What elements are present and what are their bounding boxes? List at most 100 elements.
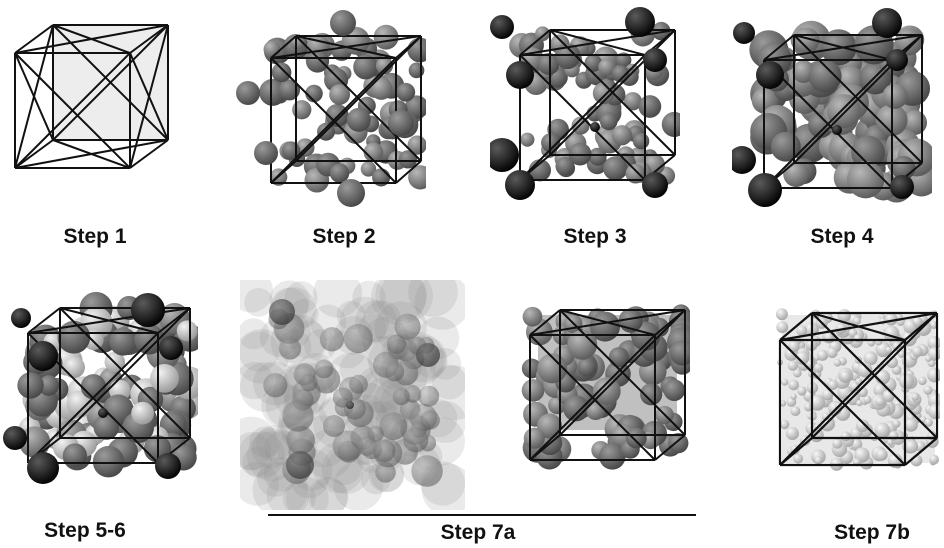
step-7a-bracket-line	[268, 514, 696, 516]
sphere	[292, 100, 312, 120]
cube-edge	[529, 334, 656, 461]
sphere	[373, 24, 399, 50]
sphere	[375, 462, 396, 483]
step-4-label: Step 4	[810, 225, 874, 248]
sphere	[859, 62, 892, 95]
sphere	[131, 293, 165, 327]
sphere	[244, 287, 274, 317]
sphere	[912, 316, 923, 327]
sphere	[408, 280, 458, 317]
sphere	[159, 336, 183, 360]
cube-edge	[904, 437, 938, 466]
sphere	[282, 481, 316, 510]
sphere	[851, 135, 885, 170]
sphere	[323, 415, 346, 437]
cube-edge	[59, 307, 159, 334]
sphere	[386, 334, 407, 354]
sphere	[652, 21, 671, 41]
sphere	[505, 170, 535, 200]
sphere	[420, 410, 440, 430]
sphere	[663, 379, 686, 402]
sphere-cube-diagram	[236, 10, 426, 207]
sphere	[269, 299, 295, 325]
sphere	[809, 394, 826, 411]
sphere	[353, 54, 378, 80]
step-7a-label: Step 7a	[440, 521, 516, 544]
step-2-label: Step 2	[312, 225, 376, 248]
cube-edge	[793, 34, 893, 61]
sphere	[793, 368, 802, 378]
sphere	[379, 412, 408, 441]
sphere	[375, 57, 394, 75]
cube-edge	[27, 332, 159, 464]
sphere	[279, 337, 302, 360]
sphere	[643, 48, 667, 72]
sphere	[314, 359, 334, 379]
sphere	[431, 364, 465, 400]
step-3-label: Step 3	[563, 225, 627, 248]
sphere	[240, 431, 285, 479]
sphere	[924, 418, 933, 427]
step-3-panel	[490, 5, 680, 210]
step-7a-right-panel	[505, 295, 690, 495]
cube-edge	[779, 339, 906, 466]
sphere	[826, 347, 838, 359]
step-1-label: Step 1	[63, 225, 127, 248]
sphere	[305, 49, 330, 73]
sphere	[875, 341, 891, 358]
cube-edge	[52, 139, 131, 169]
sphere	[779, 419, 790, 430]
sphere	[890, 175, 914, 199]
sphere	[748, 173, 782, 207]
sphere	[779, 400, 787, 407]
step-7a-left-panel	[240, 280, 465, 510]
sphere	[775, 308, 788, 321]
sphere	[623, 92, 642, 111]
sphere	[840, 431, 851, 442]
sphere	[790, 393, 797, 400]
sphere	[251, 428, 292, 469]
sphere	[286, 477, 329, 510]
sphere	[362, 376, 409, 423]
cube-edge	[14, 52, 131, 169]
sphere	[379, 280, 433, 323]
sphere	[590, 122, 600, 132]
sphere	[796, 325, 808, 336]
sphere	[408, 165, 426, 190]
sphere	[363, 142, 384, 163]
sphere	[788, 340, 800, 353]
sphere	[911, 393, 920, 401]
sphere	[254, 141, 278, 165]
sphere	[930, 321, 938, 329]
sphere	[598, 442, 626, 470]
sphere	[856, 399, 863, 407]
sphere	[911, 346, 923, 358]
cube-edge	[52, 24, 169, 141]
sphere	[839, 370, 852, 382]
sphere	[603, 156, 628, 181]
sphere	[661, 111, 680, 137]
sphere	[490, 138, 519, 172]
translucent-sphere-cluster-diagram	[240, 280, 465, 510]
sphere	[832, 125, 842, 135]
sphere	[770, 131, 801, 162]
sphere	[62, 443, 87, 468]
sphere	[537, 52, 560, 75]
sphere	[242, 446, 273, 477]
sphere	[640, 383, 663, 406]
sphere	[427, 365, 465, 421]
cube-edge	[559, 309, 686, 436]
cube-edge	[270, 35, 297, 59]
sphere-cube-diagram	[732, 8, 932, 207]
sphere	[885, 346, 892, 354]
sphere	[109, 327, 138, 356]
sphere	[632, 132, 650, 150]
empty-cube-diagram	[14, 24, 169, 169]
sphere	[904, 418, 918, 432]
sphere	[411, 455, 443, 487]
sphere	[787, 360, 798, 371]
sphere	[785, 426, 799, 441]
sphere-cube-diagram	[3, 291, 198, 484]
sphere	[414, 280, 465, 330]
sphere	[833, 359, 842, 367]
